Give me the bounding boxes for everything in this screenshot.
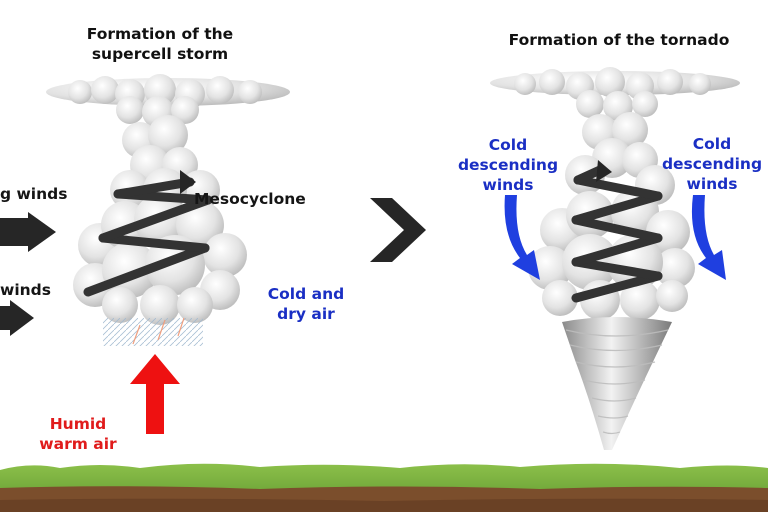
descending-arrow-left (504, 195, 540, 280)
cold-left-line1: Cold (488, 136, 528, 154)
wind-label-lower: winds (0, 281, 51, 299)
cold-left-line2: descending (457, 156, 559, 174)
humid-line1: Humid (49, 415, 107, 433)
supercell-cloud (46, 74, 290, 346)
spiral-arrowhead-right (596, 160, 612, 182)
cold-descending-label-left: Cold descending winds (446, 135, 570, 195)
incoming-wind-arrows (0, 212, 56, 336)
cold-right-line3: winds (686, 175, 738, 193)
cold-right-line1: Cold (692, 135, 732, 153)
left-title-line2: supercell storm (91, 45, 229, 63)
mesocyclone-label: Mesocyclone (194, 190, 306, 208)
cold-dry-air-label: Cold and dry air (258, 284, 354, 324)
wind-label-upper: g winds (0, 185, 68, 203)
right-panel-title: Formation of the tornado (508, 31, 730, 49)
wind-arrow-upper (0, 212, 56, 252)
transition-chevron (370, 198, 426, 262)
left-title-line1: Formation of the (86, 25, 234, 43)
mesocyclone-spiral (83, 177, 213, 297)
descending-wind-arrows (504, 195, 726, 280)
cold-dry-line2: dry air (277, 305, 335, 323)
wind-arrow-lower (0, 300, 34, 336)
ground (0, 463, 768, 512)
descending-arrow-right (691, 195, 726, 280)
cold-descending-label-right: Cold descending winds (656, 134, 768, 194)
cold-dry-line1: Cold and (267, 285, 345, 303)
tornado-spiral (571, 165, 663, 303)
tornado-funnel (562, 317, 672, 450)
humid-air-arrow (130, 354, 180, 434)
humid-warm-air-label: Humid warm air (28, 414, 128, 454)
humid-line2: warm air (39, 435, 117, 453)
cold-left-line3: winds (482, 176, 534, 194)
cold-right-line2: descending (661, 155, 763, 173)
left-panel-title: Formation of the supercell storm (60, 24, 260, 64)
spiral-arrowhead-left (180, 170, 196, 194)
